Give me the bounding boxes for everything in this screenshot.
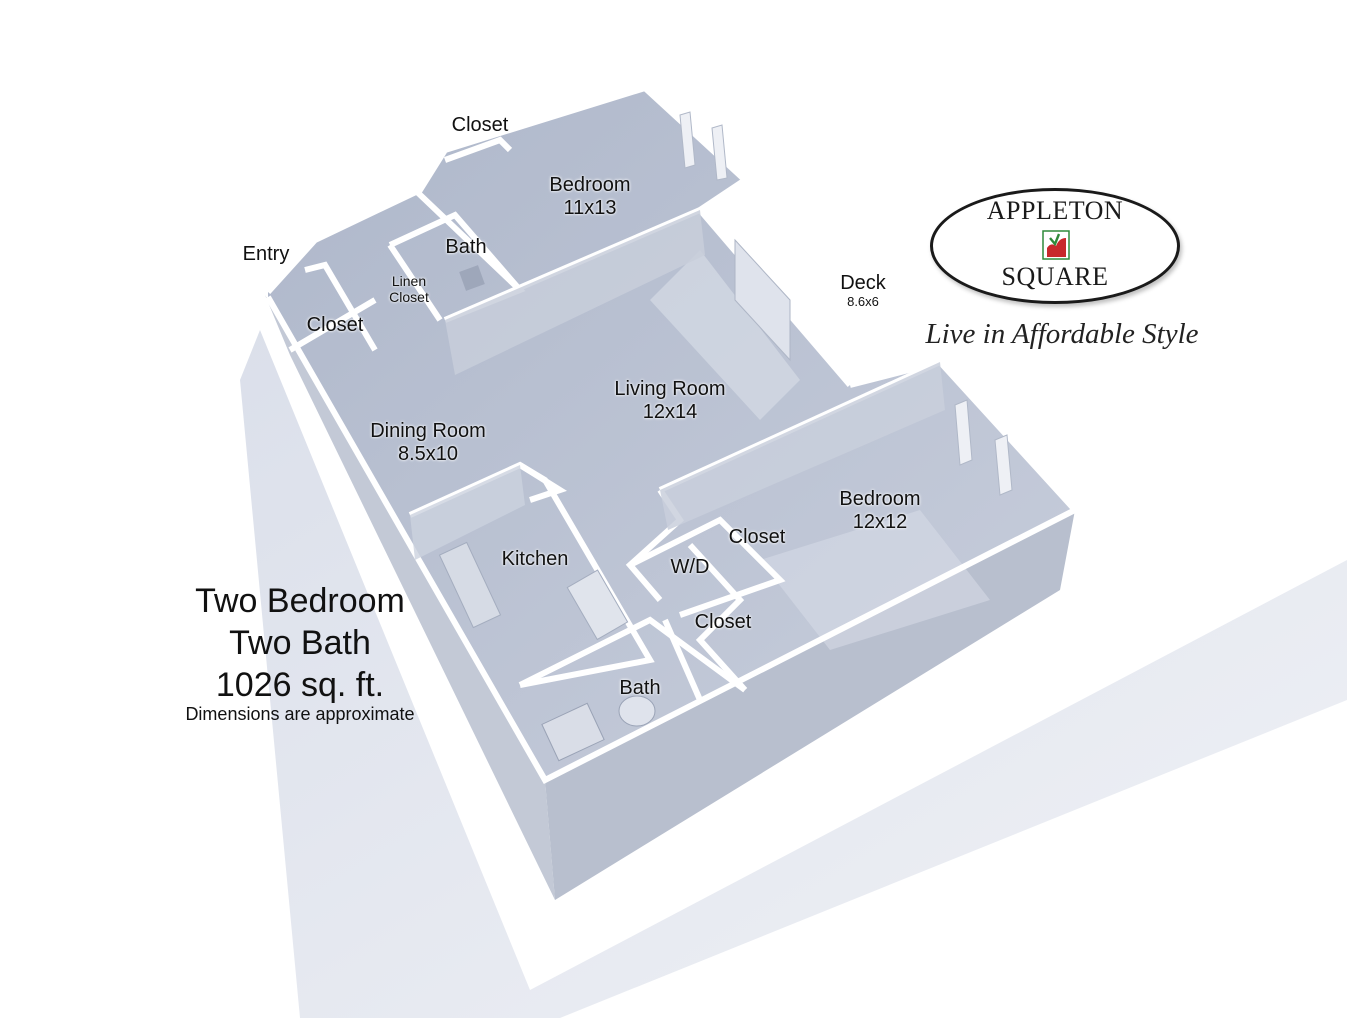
interior-wall [410,465,525,560]
unit-bedrooms: Two Bedroom [195,582,405,620]
room-label-dining-room: Dining Room 8.5x10 [370,420,486,465]
unit-area: 1026 sq. ft. [215,666,385,704]
room-label-bedroom-2: Bedroom 12x12 [839,488,921,533]
dimensions-note: Dimensions are approximate [185,704,415,724]
apple-icon [1042,230,1070,260]
room-label-closet-bed2-lower: Closet [694,611,752,633]
room-label-bath-2: Bath [619,677,661,699]
room-label-closet-top: Closet [451,114,509,136]
sink-fixture [541,702,605,762]
room-label-deck: Deck 8.6x6 [840,272,886,309]
brand-tagline: Live in Affordable Style [925,318,1199,350]
room-label-wd: W/D [670,556,710,578]
unit-baths: Two Bath [229,624,371,662]
room-label-linen-closet: Linen Closet [389,273,429,306]
room-label-closet-bed2-upper: Closet [728,526,786,548]
kitchen-counter [566,569,629,641]
sliding-door [734,238,791,362]
room-label-kitchen: Kitchen [501,548,569,570]
toilet-fixture [618,695,656,727]
room-label-entry: Entry [242,243,290,265]
appleton-square-logo: APPLETON SQUARE [930,188,1180,304]
exterior-wall-left [265,295,555,900]
sunlight-patch [760,510,990,650]
windows [679,111,1013,496]
room-label-bath-1: Bath [445,236,487,258]
logo-name-line2: SQUARE [1001,262,1109,291]
room-label-bedroom-1: Bedroom 11x13 [549,174,631,219]
ground-shadow [240,330,1347,1018]
logo-name-line1: APPLETON [986,196,1124,225]
unit-summary: Two Bedroom Two Bath 1026 sq. ft. Dimens… [150,580,450,725]
interior-wall [445,210,705,375]
room-label-living-room: Living Room 12x14 [614,378,726,423]
sunlight-patch [650,250,800,420]
kitchen-counter [438,541,502,629]
toilet-fixture [459,265,485,291]
room-label-closet-entry: Closet [306,314,364,336]
interior-wall [660,362,945,530]
